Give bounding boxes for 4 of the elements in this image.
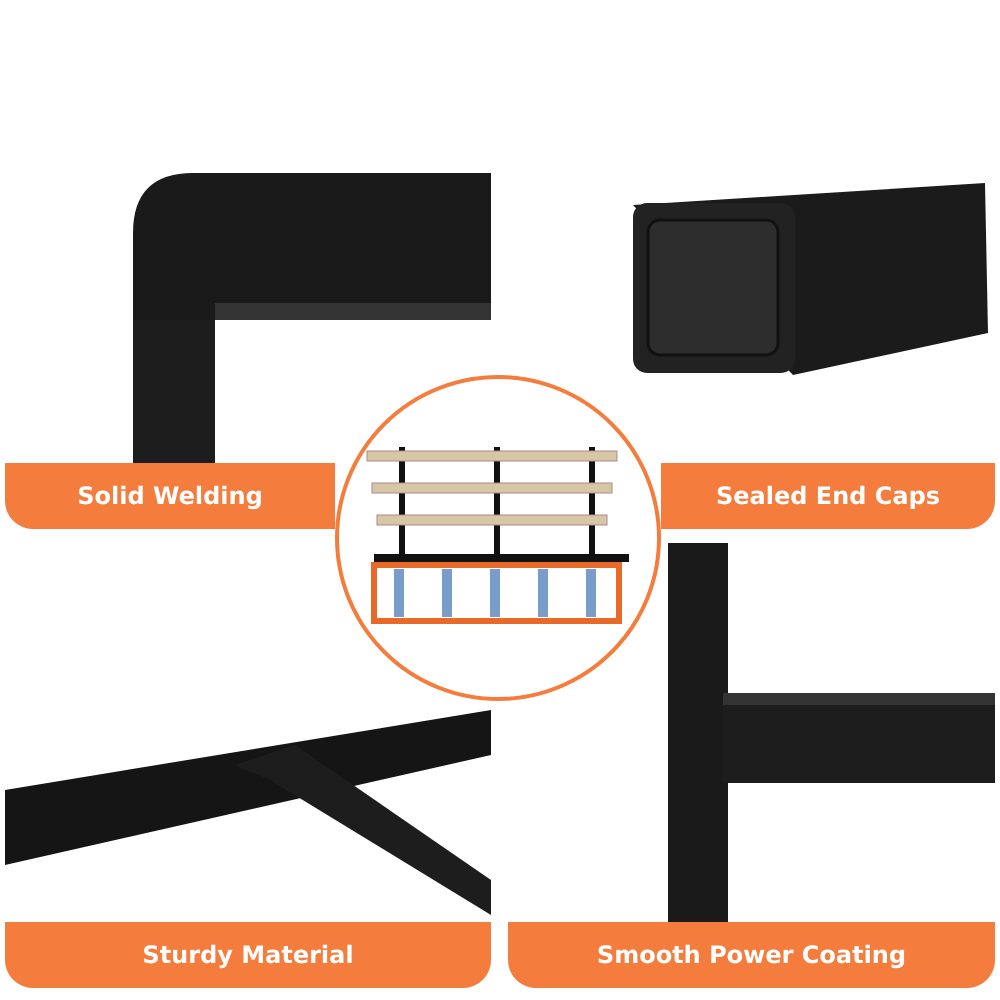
feature-label: Sturdy Material [5,922,491,988]
feature-label: Solid Welding [5,463,335,529]
feature-label: Smooth Power Coating [508,922,995,988]
feature-label: Sealed End Caps [661,463,995,529]
